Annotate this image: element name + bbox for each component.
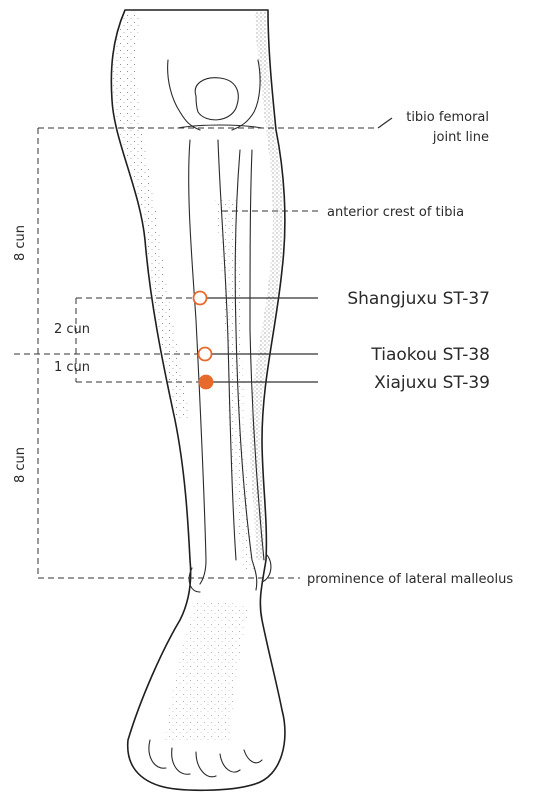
st37-label: Shangjuxu ST-37 bbox=[347, 289, 490, 309]
st39-label: Xiajuxu ST-39 bbox=[374, 373, 490, 393]
malleolus-label: prominence of lateral malleolus bbox=[307, 572, 513, 587]
point-st38 bbox=[199, 348, 212, 361]
st38-label: Tiaokou ST-38 bbox=[370, 345, 490, 365]
point-st37 bbox=[194, 292, 207, 305]
crest-label: anterior crest of tibia bbox=[327, 205, 464, 220]
joint-line-label-2: joint line bbox=[432, 130, 489, 145]
joint-line-tick bbox=[378, 118, 392, 128]
point-st39 bbox=[200, 376, 213, 389]
two-cun-label: 2 cun bbox=[54, 322, 90, 337]
lower-cun-label: 8 cun bbox=[13, 447, 28, 483]
joint-line-label-1: tibio femoral bbox=[406, 110, 489, 125]
leg-illustration bbox=[111, 10, 285, 790]
upper-cun-label: 8 cun bbox=[13, 225, 28, 261]
one-cun-label: 1 cun bbox=[54, 360, 90, 375]
